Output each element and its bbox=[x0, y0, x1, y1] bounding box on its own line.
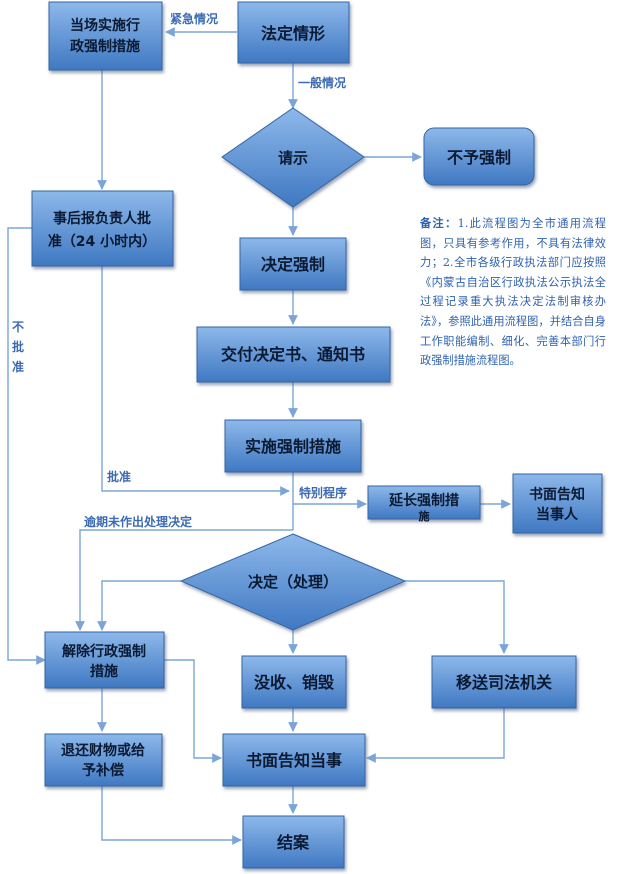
arrow-to-transfer bbox=[405, 580, 509, 654]
node-notify-party-1-line1: 书面告知 bbox=[529, 486, 585, 503]
node-deliver bbox=[196, 326, 391, 383]
arrow-approved bbox=[101, 266, 290, 496]
node-extend-line2: 施 bbox=[419, 509, 430, 523]
node-decide-label: 决定强制 bbox=[261, 255, 325, 274]
label-not-approved-3: 准 bbox=[12, 359, 24, 374]
node-release bbox=[44, 631, 165, 689]
node-emergency-measure bbox=[48, 1, 163, 71]
node-refund bbox=[44, 733, 163, 787]
label-overdue: 逾期未作出处理决定 bbox=[84, 514, 192, 529]
label-general: 一般情况 bbox=[298, 75, 346, 90]
node-release-line1: 解除行政强制 bbox=[62, 643, 146, 660]
label-approved: 批准 bbox=[107, 469, 131, 484]
arrow-release-to-notify bbox=[164, 659, 222, 763]
node-no-enforce bbox=[423, 127, 535, 186]
node-extend-line1: 延长强制措 bbox=[388, 492, 459, 509]
arrow-refund-to-close bbox=[101, 786, 242, 845]
label-special: 特别程序 bbox=[299, 485, 347, 500]
label-emergency: 紧急情况 bbox=[170, 11, 218, 26]
node-notify-party-1-line2: 当事人 bbox=[536, 506, 579, 523]
node-implement bbox=[224, 419, 362, 473]
label-not-approved-2: 批 bbox=[12, 339, 24, 354]
node-refund-line1: 退还财物或给 bbox=[61, 742, 145, 759]
arrow-overdue bbox=[75, 529, 293, 631]
node-report-line2: 准（24 小时内） bbox=[48, 233, 156, 250]
node-transfer bbox=[431, 655, 577, 709]
node-statutory bbox=[237, 1, 350, 64]
node-request-diamond bbox=[221, 107, 365, 208]
node-notify-party-1 bbox=[512, 473, 603, 534]
node-emergency-measure-line1: 当场实施行 bbox=[70, 17, 140, 34]
node-notify-party-2-label: 书面告知当事 bbox=[246, 751, 342, 770]
node-request-label: 请示 bbox=[278, 149, 308, 167]
node-release-line2: 措施 bbox=[90, 663, 118, 680]
node-extend bbox=[367, 485, 481, 520]
node-close-label: 结案 bbox=[276, 833, 310, 852]
node-close bbox=[242, 815, 345, 869]
arrow-transfer-to-notify bbox=[366, 708, 505, 763]
node-notify-party-2 bbox=[222, 733, 366, 787]
node-confiscate bbox=[241, 655, 347, 709]
node-statutory-label: 法定情形 bbox=[261, 24, 325, 43]
node-implement-label: 实施强制措施 bbox=[245, 437, 341, 456]
remark-body: 1.此流程图为全市通用流程图，只具有参考作用，不具有法律效力；2.全市各级行政执… bbox=[420, 217, 606, 368]
node-report-line1: 事后报负责人批 bbox=[53, 210, 151, 227]
remark-title: 备注： bbox=[420, 216, 458, 230]
arrow-decision-to-release bbox=[97, 580, 181, 631]
node-report bbox=[31, 190, 174, 267]
node-decide bbox=[239, 237, 347, 291]
node-decision-diamond bbox=[179, 533, 407, 631]
node-decision-label: 决定（处理） bbox=[248, 573, 338, 591]
node-refund-line2: 予补偿 bbox=[82, 762, 124, 779]
connectors bbox=[7, 27, 511, 845]
node-emergency-measure-line2: 政强制措施 bbox=[70, 38, 140, 55]
node-transfer-label: 移送司法机关 bbox=[456, 673, 552, 692]
node-confiscate-label: 没收、销毁 bbox=[254, 673, 335, 692]
arrow-not-approved bbox=[7, 227, 46, 665]
remark-note: 备注：1.此流程图为全市通用流程图，只具有参考作用，不具有法律效力；2.全市各级… bbox=[420, 214, 606, 371]
node-deliver-label: 交付决定书、通知书 bbox=[221, 345, 365, 364]
node-no-enforce-label: 不予强制 bbox=[447, 148, 511, 167]
label-not-approved-1: 不 bbox=[12, 320, 24, 334]
